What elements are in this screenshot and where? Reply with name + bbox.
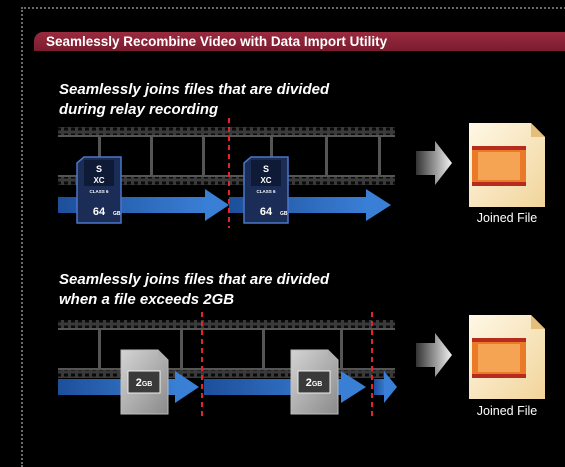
- sd-card-icon: S XC CLASS 6 64 GB: [76, 156, 122, 224]
- section-banner: Seamlessly Recombine Video with Data Imp…: [34, 32, 565, 51]
- joined-file-label: Joined File: [476, 211, 538, 225]
- caption-line: Seamlessly joins files that are divided: [59, 271, 330, 288]
- svg-text:S: S: [96, 164, 102, 174]
- film-strip-icon: [58, 320, 395, 378]
- arrow-right-icon: [416, 141, 452, 185]
- caption-relay-recording: Seamlessly joins files that are divided …: [59, 80, 329, 120]
- caption-line: when a file exceeds 2GB: [59, 291, 235, 308]
- svg-text:S: S: [263, 164, 269, 174]
- document-icon: 2GB: [120, 349, 169, 415]
- sd-card-icon: S XC CLASS 6 64 GB: [243, 156, 289, 224]
- caption-line: during relay recording: [59, 101, 219, 118]
- svg-text:CLASS 6: CLASS 6: [89, 189, 109, 194]
- svg-text:CLASS 6: CLASS 6: [256, 189, 276, 194]
- svg-text:XC: XC: [93, 176, 104, 185]
- diagram-canvas: S XC CLASS 6 64 GB S XC CLASS 6 64 GB: [58, 118, 545, 420]
- film-strip-icon: [58, 127, 395, 185]
- file-unit: GB: [312, 381, 323, 388]
- caption-file-exceeds: Seamlessly joins files that are divided …: [59, 270, 329, 310]
- card-unit: GB: [280, 211, 288, 217]
- svg-text:XC: XC: [260, 176, 271, 185]
- arrow-right-icon: [374, 371, 397, 403]
- file-size: 2: [306, 377, 312, 389]
- svg-text:2GB: 2GB: [136, 377, 153, 389]
- dotted-frame: [21, 7, 565, 467]
- file-size: 2: [136, 377, 142, 389]
- joined-file-label: Joined File: [476, 404, 538, 418]
- card-capacity: 64: [93, 206, 106, 218]
- caption-line: Seamlessly joins files that are divided: [59, 81, 330, 98]
- svg-text:2GB: 2GB: [306, 377, 323, 389]
- arrow-right-icon: [416, 333, 452, 377]
- document-icon: 2GB: [290, 349, 339, 415]
- file-unit: GB: [142, 381, 153, 388]
- document-icon: [469, 123, 545, 207]
- document-icon: [469, 315, 545, 399]
- card-capacity: 64: [260, 206, 273, 218]
- card-unit: GB: [113, 211, 121, 217]
